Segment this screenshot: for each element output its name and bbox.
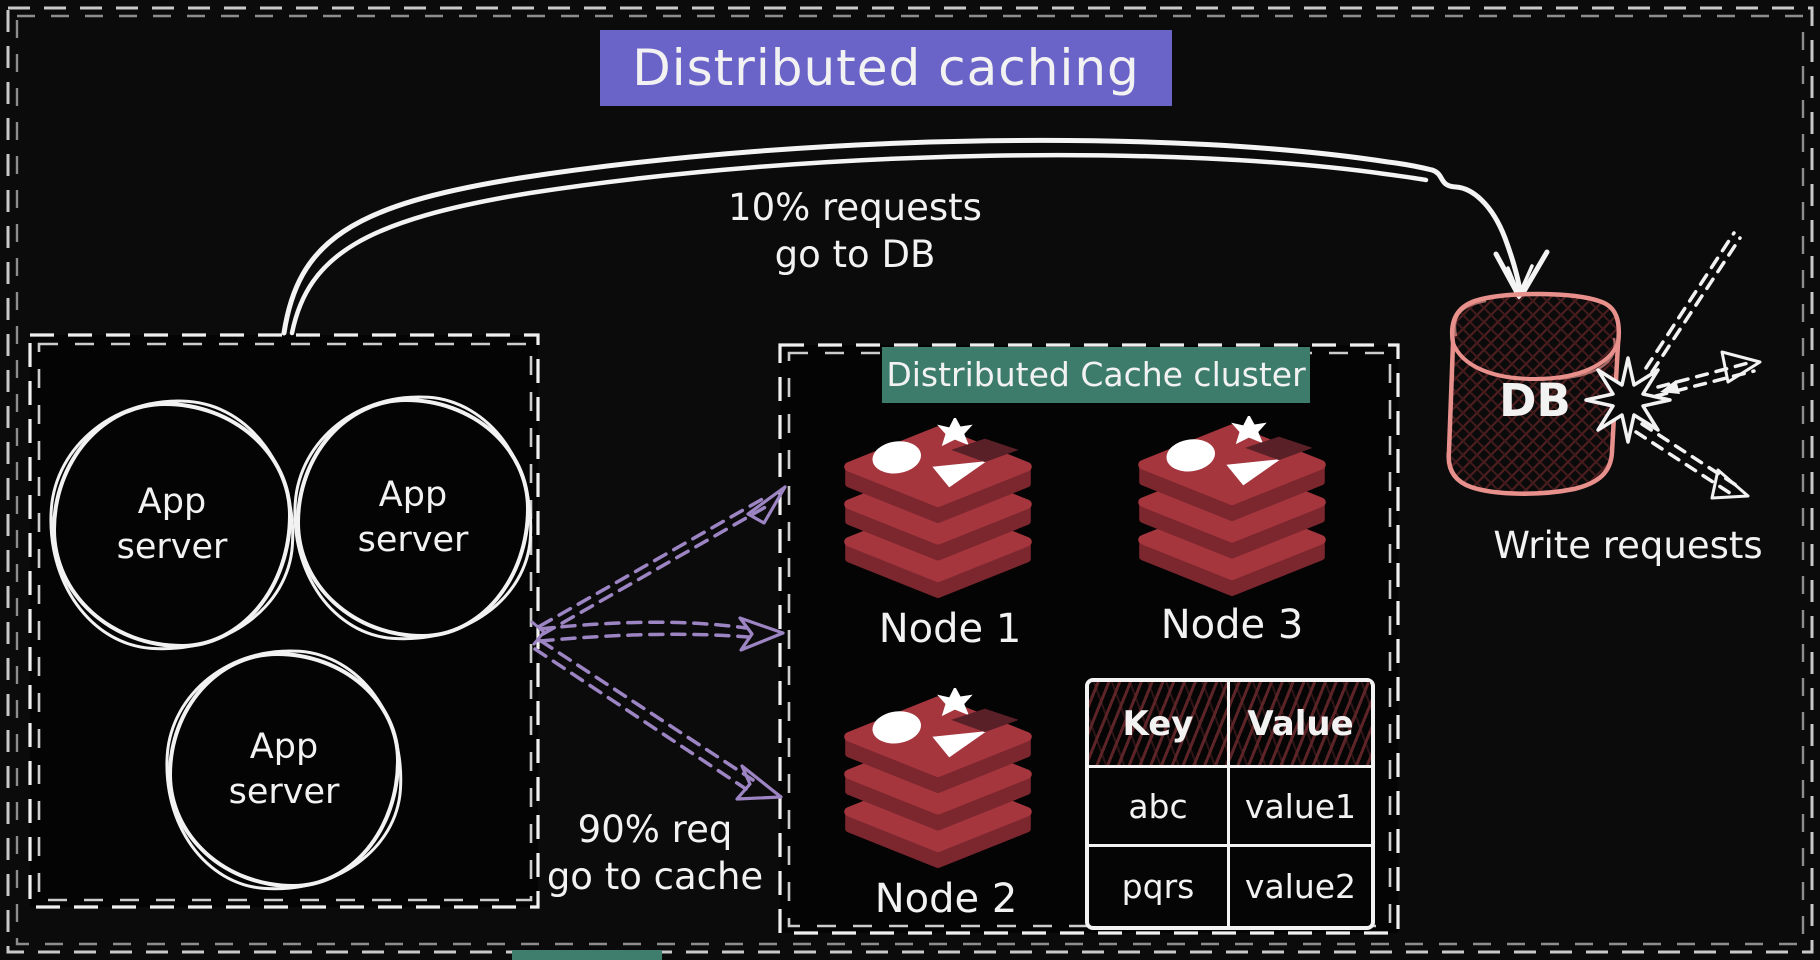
app-server-node: App server: [168, 652, 400, 888]
key-value-table: Key Value abc value1 pqrs value2: [1085, 678, 1375, 930]
node-label: Node 1: [878, 606, 1022, 652]
app-server-label: App server: [357, 474, 469, 561]
arrowhead-downright-icon: [1710, 468, 1750, 500]
cache-cluster-title: Distributed Cache cluster: [882, 347, 1310, 403]
table-header-key: Key: [1089, 682, 1230, 768]
write-requests-label: Write requests: [1493, 524, 1763, 567]
outer-dashed-border: [6, 6, 1814, 954]
table-cell: abc: [1089, 768, 1230, 847]
cache-flow-annotation: 90% req go to cache: [546, 808, 764, 899]
app-server-label: App server: [228, 726, 340, 813]
cache-request-arrows: [530, 485, 787, 801]
node-label: Node 2: [874, 876, 1018, 922]
redis-icon: [828, 686, 1048, 868]
redis-icon: [1122, 414, 1342, 596]
arrowhead-downright-icon: [735, 764, 783, 801]
table-header-value: Value: [1230, 682, 1371, 768]
arrowhead-upright-icon: [746, 485, 787, 525]
cutoff-highlight-strip: [512, 950, 662, 960]
arrowhead-right-icon: [738, 616, 785, 652]
table-cell: value2: [1244, 867, 1357, 906]
node-label: Node 3: [1160, 602, 1304, 648]
starburst-icon: [1584, 356, 1672, 444]
arrowhead-left-icon: [1660, 380, 1680, 394]
db-label: DB: [1499, 374, 1571, 427]
write-requests-arrows: [1584, 231, 1762, 500]
arrowhead-right-icon: [1720, 350, 1762, 384]
table-cell: value1: [1230, 768, 1371, 847]
page-title: Distributed caching: [600, 30, 1172, 106]
redis-icon: [828, 416, 1048, 598]
app-server-label: App server: [116, 481, 228, 568]
db-flow-annotation: 10% requests go to DB: [728, 186, 982, 277]
app-server-node: App server: [52, 402, 292, 648]
app-server-node: App server: [296, 398, 530, 638]
table-cell: pqrs: [1089, 847, 1230, 926]
